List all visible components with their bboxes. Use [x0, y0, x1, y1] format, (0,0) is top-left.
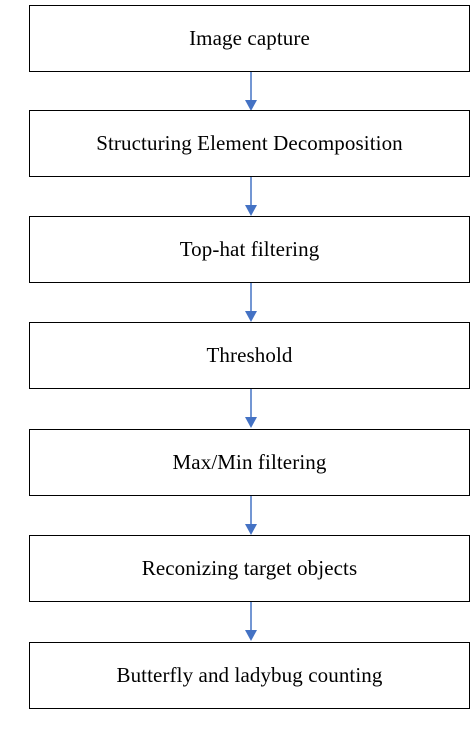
arrow-down-icon [243, 72, 259, 112]
arrow-down-icon [243, 389, 259, 429]
arrow-down-icon [243, 177, 259, 217]
step-label: Threshold [206, 343, 293, 367]
step-label: Reconizing target objects [141, 556, 358, 580]
step-label: Structuring Element Decomposition [96, 131, 403, 155]
arrow-down-icon [243, 602, 259, 642]
step-label: Butterfly and ladybug counting [116, 663, 383, 687]
step-structuring-element-decomposition: Structuring Element Decomposition [29, 110, 470, 177]
step-recognizing-target-objects: Reconizing target objects [29, 535, 470, 602]
arrow-down-icon [243, 496, 259, 536]
arrow-down-icon [243, 283, 259, 323]
step-butterfly-ladybug-counting: Butterfly and ladybug counting [29, 642, 470, 709]
step-label: Top-hat filtering [179, 237, 320, 261]
step-label: Image capture [189, 26, 310, 50]
step-image-capture: Image capture [29, 5, 470, 72]
step-threshold: Threshold [29, 322, 470, 389]
step-top-hat-filtering: Top-hat filtering [29, 216, 470, 283]
step-max-min-filtering: Max/Min filtering [29, 429, 470, 496]
step-label: Max/Min filtering [172, 450, 327, 474]
